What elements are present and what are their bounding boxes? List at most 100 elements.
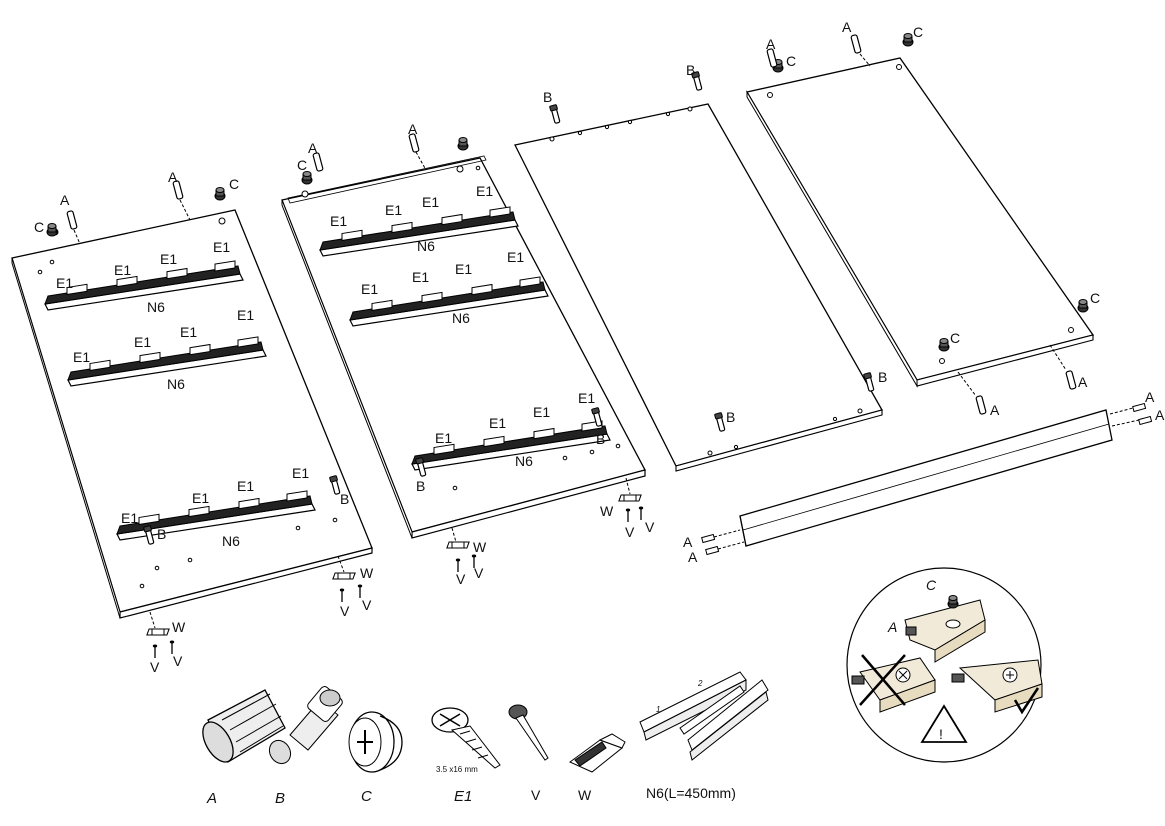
legend-label-A: A [206, 790, 217, 807]
label-N6: N6 [147, 299, 165, 315]
legend-label-B: B [275, 790, 285, 807]
label-E1: E1 [237, 478, 254, 494]
label-A: A [168, 169, 178, 185]
label-B: B [157, 526, 166, 542]
detail-callout-labels: C A ! [887, 577, 943, 742]
label-E1: E1 [192, 490, 209, 506]
panel-center-labels: C A A E1 E1 E1 E1 N6 E1 E1 E1 E1 N6 E1 E… [297, 121, 655, 587]
label-E1: E1 [578, 390, 595, 406]
label-C: C [1090, 290, 1100, 306]
label-A: A [1145, 389, 1155, 405]
hardware-legend: A B C E1 3.5 x16 mm V W N6(L=450mm) 1 2 [202, 671, 769, 807]
cam-bolt-icon [268, 686, 343, 765]
label-N6: N6 [515, 453, 533, 469]
label-E1: E1 [422, 194, 439, 210]
label-E1: E1 [435, 430, 452, 446]
label-W: W [172, 619, 186, 635]
label-A: A [1078, 374, 1088, 390]
label-V: V [362, 597, 372, 613]
label-A: A [1155, 407, 1165, 423]
callout-label-C: C [926, 577, 937, 593]
label-V: V [625, 524, 635, 540]
label-C: C [34, 219, 44, 235]
label-E1: E1 [507, 249, 524, 265]
panel-left [11, 179, 373, 659]
label-A: A [842, 19, 852, 35]
dowel-icon [202, 689, 286, 763]
label-V: V [456, 571, 466, 587]
label-A: A [990, 402, 1000, 418]
clip-icon [569, 733, 626, 773]
label-V: V [173, 653, 183, 669]
label-E1: E1 [56, 275, 73, 291]
label-C: C [786, 53, 796, 69]
label-C: C [229, 176, 239, 192]
detail-callout [846, 567, 1043, 763]
label-E1: E1 [213, 239, 230, 255]
legend-label-C: C [361, 788, 372, 805]
label-B: B [416, 478, 425, 494]
panel-top [745, 33, 1095, 416]
label-E1: E1 [121, 510, 138, 526]
label-W: W [360, 565, 374, 581]
rail-part-2-label: 2 [697, 679, 703, 688]
label-B: B [686, 62, 695, 78]
label-V: V [474, 565, 484, 581]
legend-label-V: V [531, 787, 541, 803]
label-W: W [600, 503, 614, 519]
drawer-slide-icon [639, 671, 769, 761]
label-A: A [683, 534, 693, 550]
callout-label-A: A [887, 619, 897, 635]
label-A: A [60, 192, 70, 208]
rail-part-1-label: 1 [656, 705, 660, 714]
label-B: B [543, 89, 552, 105]
panel-left-labels: C A A C E1 E1 E1 E1 N6 E1 E1 E1 E1 N6 E1… [34, 169, 374, 675]
label-N6: N6 [167, 376, 185, 392]
label-E1: E1 [455, 261, 472, 277]
label-E1: E1 [160, 251, 177, 267]
label-A: A [688, 549, 698, 565]
legend-label-E1: E1 [454, 788, 472, 805]
plinth-labels: A A A A [683, 389, 1165, 565]
label-V: V [645, 519, 655, 535]
label-N6: N6 [417, 238, 435, 254]
panel-back-labels: B B B B [543, 62, 887, 425]
cam-lock-icon [348, 711, 403, 773]
label-B: B [340, 491, 349, 507]
label-E1: E1 [237, 307, 254, 323]
label-A: A [766, 36, 776, 52]
label-E1: E1 [476, 183, 493, 199]
panel-center [281, 132, 646, 573]
label-W: W [473, 539, 487, 555]
label-E1: E1 [292, 465, 309, 481]
panel-back [514, 70, 883, 472]
label-E1: E1 [180, 324, 197, 340]
legend-label-W: W [578, 787, 592, 803]
panel-top-labels: A C A C C C A A [766, 19, 1100, 418]
label-E1: E1 [330, 213, 347, 229]
label-C: C [950, 330, 960, 346]
label-C: C [297, 157, 307, 173]
label-V: V [340, 603, 350, 619]
legend-e1-size: 3.5 x16 mm [436, 765, 478, 774]
label-A: A [408, 121, 418, 137]
nail-icon [508, 704, 549, 761]
label-E1: E1 [361, 281, 378, 297]
plinth-board [701, 402, 1153, 556]
label-V: V [150, 659, 160, 675]
label-E1: E1 [114, 262, 131, 278]
label-N6: N6 [222, 533, 240, 549]
wood-screw-icon [431, 707, 501, 769]
label-E1: E1 [489, 415, 506, 431]
label-E1: E1 [533, 404, 550, 420]
label-E1: E1 [385, 202, 402, 218]
label-E1: E1 [412, 269, 429, 285]
label-E1: E1 [73, 349, 90, 365]
label-B: B [596, 431, 605, 447]
label-C: C [913, 24, 923, 40]
label-A: A [308, 140, 318, 156]
label-E1: E1 [134, 334, 151, 350]
legend-label-N6: N6(L=450mm) [646, 785, 736, 801]
warning-icon: ! [939, 726, 943, 742]
